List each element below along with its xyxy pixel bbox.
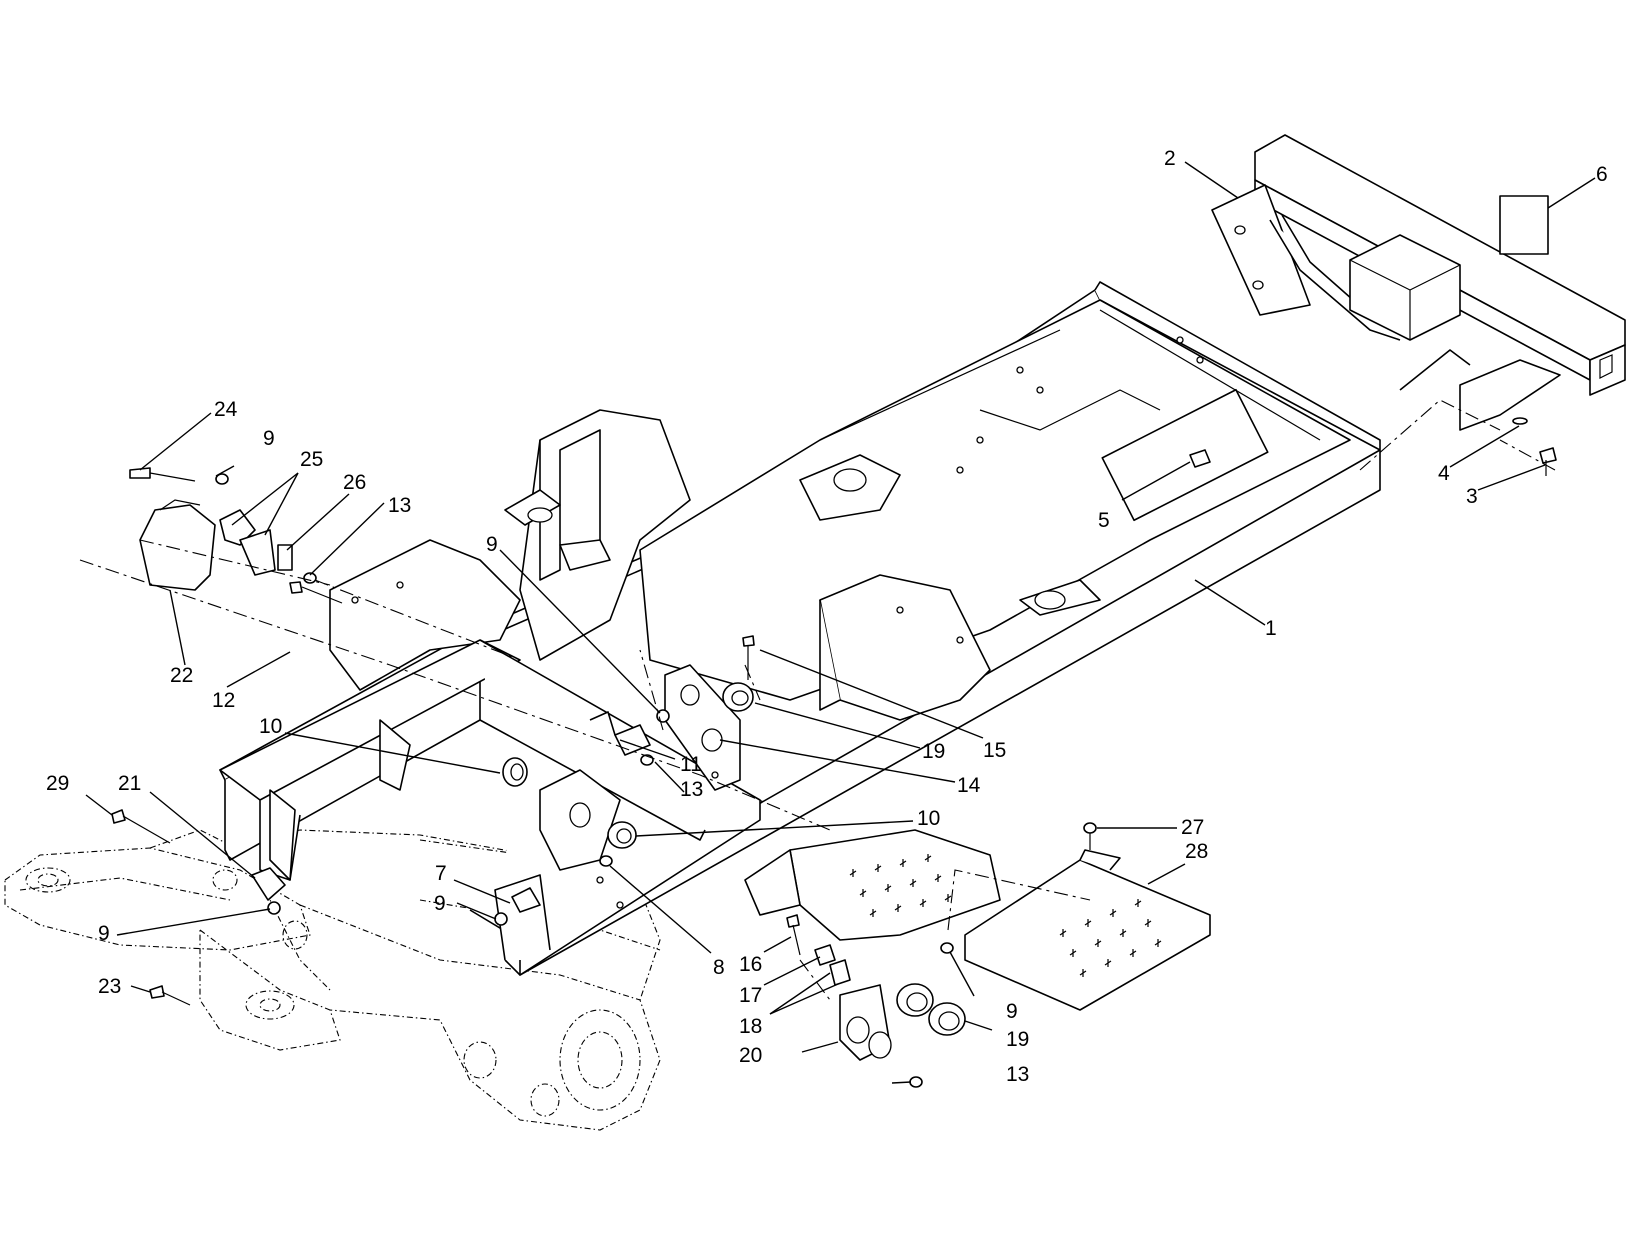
callout-9b: 9 [263,427,275,450]
decal-cover [1499,195,1549,255]
callout-labels: 1 2 3 4 5 6 7 8 9 9 9 9 9 10 10 11 12 13… [46,147,1608,1086]
callout-4: 4 [1438,462,1450,485]
callout-11: 11 [680,753,702,776]
callout-16: 16 [739,953,762,976]
lower-bracket-group [786,914,966,1088]
callout-9d: 9 [98,922,110,945]
callout-3: 3 [1466,485,1478,508]
callout-8: 8 [713,956,725,979]
callout-18: 18 [739,1015,762,1038]
callout-7: 7 [435,862,447,885]
footrest-step [744,829,1001,941]
callout-5: 5 [1098,509,1110,532]
callout-17: 17 [739,984,762,1007]
callout-25: 25 [300,448,323,471]
callout-10b: 10 [917,807,940,830]
left-mount-bracket [129,467,317,591]
callout-9c: 9 [434,892,446,915]
callout-29: 29 [46,772,69,795]
fasteners [111,417,1557,1006]
main-frame [219,281,1381,976]
callout-22: 22 [170,664,193,687]
callout-13b: 13 [680,778,703,801]
callout-13a: 13 [388,494,411,517]
callout-10a: 10 [259,715,282,738]
foot-plate [940,822,1211,1011]
callout-26: 26 [343,471,366,494]
callout-21: 21 [118,772,141,795]
callout-12: 12 [212,689,235,712]
callout-2: 2 [1164,147,1176,170]
callout-14: 14 [957,774,981,797]
leader-lines [85,161,1596,1084]
callout-19b: 19 [1006,1028,1029,1051]
callout-15: 15 [983,739,1006,762]
callout-19a: 19 [922,740,945,763]
callout-24: 24 [214,398,238,421]
callout-9a: 9 [486,533,498,556]
callout-28: 28 [1185,840,1208,863]
callout-9e: 9 [1006,1000,1018,1023]
callout-1: 1 [1265,617,1277,640]
alignment-lines [79,399,1556,1001]
callout-27: 27 [1181,816,1204,839]
rear-hitch [1211,134,1626,431]
callout-23: 23 [98,975,121,998]
callout-13c: 13 [1006,1063,1029,1086]
callout-6: 6 [1596,163,1608,186]
callout-20: 20 [739,1044,762,1067]
